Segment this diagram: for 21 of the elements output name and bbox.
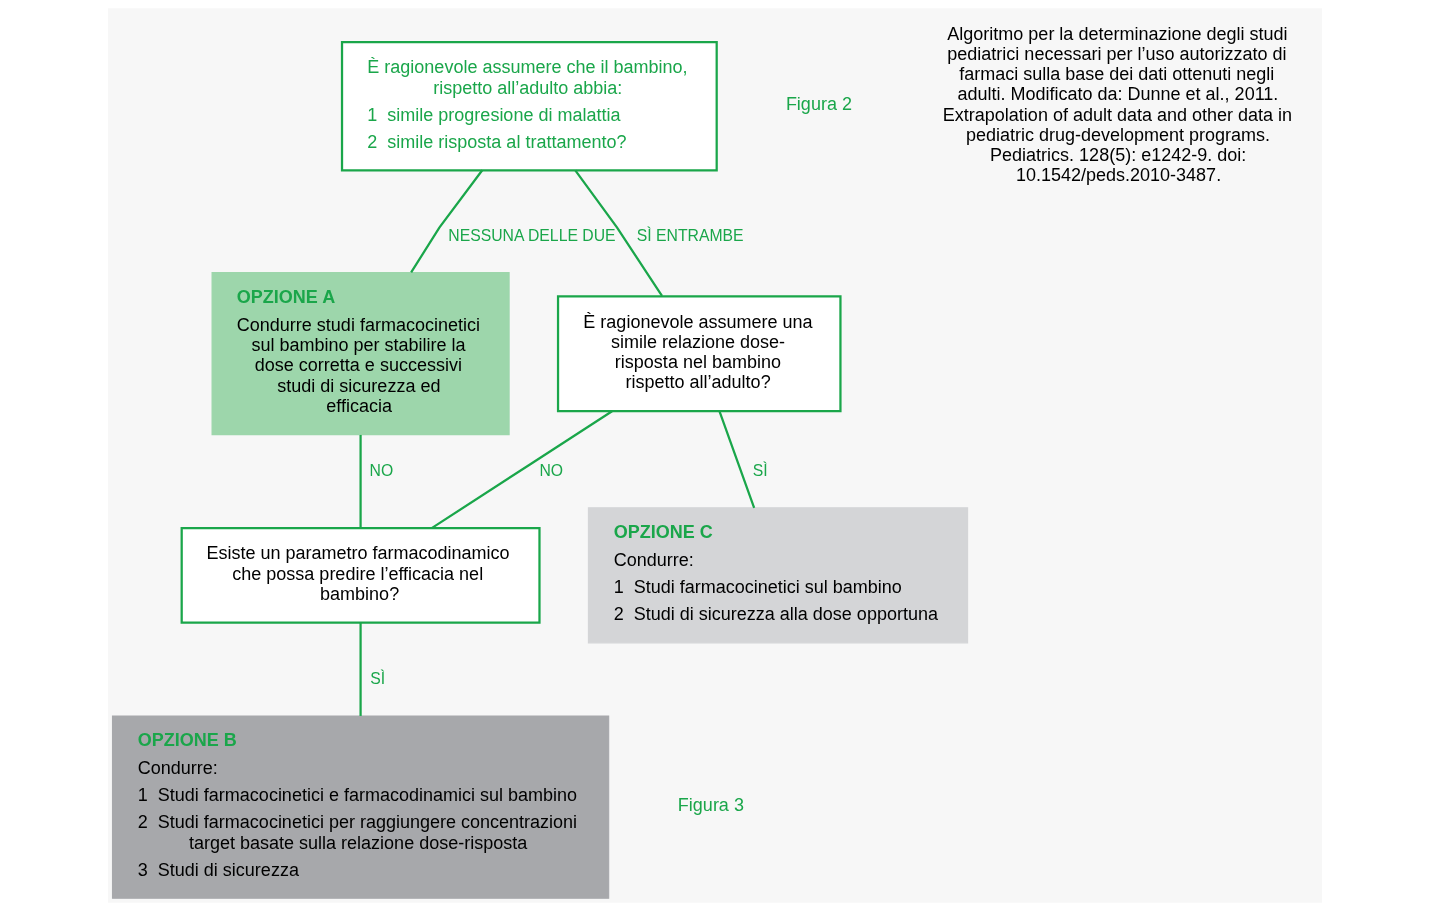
node-box: Esiste un parametro farmacodinamico che possa predire l’efficacia nel bambino? xyxy=(180,526,541,624)
edge-label: SÌ xyxy=(369,670,385,688)
node-box: OPZIONE C Condurre: 1 Studi farmacocinetici sul bambino 2 Studi di sicurezza alla dose opportuna xyxy=(587,507,968,644)
connector xyxy=(358,434,362,528)
edge-label: SÌ ENTRAMBE xyxy=(636,226,744,244)
connector xyxy=(358,622,362,716)
node-box: OPZIONE B Condurre: 1 Studi farmacocinetici e farmacodinamici sul bambino 2 Studi farmacocinetici per raggiungere concentrazioni target basate sulla relazione dose-risposta 3 Studi di sicurezza xyxy=(111,715,609,899)
edge-label: NO xyxy=(538,461,563,479)
node-box: È ragionevole assumere una simile relazione dose-risposta nel bambino rispetto all’adulto? xyxy=(556,295,842,413)
connector xyxy=(431,410,613,529)
node-box: È ragionevole assumere che il bambino, rispetto all’adulto abbia: 1 simile progresione di malattia 2 simile risposta al trattamento? xyxy=(340,40,718,172)
edge-label: NO xyxy=(369,461,393,479)
edge-label: NESSUNA DELLE DUE xyxy=(447,226,616,244)
label: Figura 2 xyxy=(785,94,852,115)
edge-label: SÌ xyxy=(752,461,768,479)
label: Figura 3 xyxy=(677,795,744,816)
connector xyxy=(573,169,663,297)
node-box: OPZIONE A Condurre studi farmacocinetici sul bambino per stabilire la dose corretta e successivi studi di sicurezza ed efficacia xyxy=(211,272,510,436)
connector xyxy=(717,410,755,509)
label: Algoritmo per la determinazione degli studi pediatrici necessari per l’uso autorizzato di farmaci sulla base dei dati ottenuti negli adulti. Modificato da: Dunne et al., 2011. Extrapolation of adult data and other data in pediatric drug-development programs. Pediatrics. 128(5): e1242-9. doi: 10.1542/peds.2010-3487. xyxy=(942,23,1292,186)
connector xyxy=(409,169,483,273)
